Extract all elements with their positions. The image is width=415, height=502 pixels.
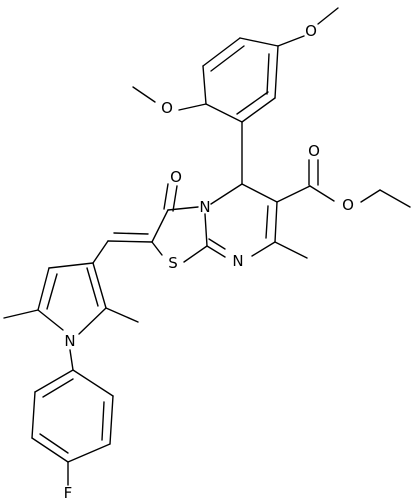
bond xyxy=(92,240,109,264)
atom-label-n-pyrimidine: N xyxy=(232,252,243,270)
atom-label-o-methoxy-top: O xyxy=(305,22,317,40)
bond xyxy=(206,245,226,258)
bond xyxy=(113,232,149,235)
bond xyxy=(274,45,279,99)
bond xyxy=(39,433,69,454)
bond xyxy=(276,185,311,203)
bond xyxy=(265,205,269,239)
bond xyxy=(172,185,178,212)
bond xyxy=(42,378,74,398)
bond xyxy=(167,206,199,211)
bond xyxy=(34,369,74,393)
bond xyxy=(210,183,243,205)
bond xyxy=(3,309,39,319)
bond xyxy=(163,183,169,210)
bond xyxy=(178,103,207,111)
bond xyxy=(72,369,114,397)
atom-label-f: F xyxy=(64,484,73,502)
atom-label-o-carbonyl-ester: O xyxy=(308,142,320,160)
bond xyxy=(31,391,36,439)
bond xyxy=(183,245,208,263)
atom-label-o-ester: O xyxy=(342,196,354,214)
bond xyxy=(107,240,153,243)
bond xyxy=(67,443,111,463)
bond xyxy=(317,7,339,25)
bond xyxy=(277,35,305,47)
bond xyxy=(46,273,58,310)
bond xyxy=(151,241,163,256)
bond xyxy=(309,185,335,202)
bond xyxy=(78,307,107,335)
dimethoxyphenyl-ring xyxy=(202,37,279,123)
bond xyxy=(236,91,269,115)
bond xyxy=(132,86,156,103)
bond xyxy=(92,262,107,309)
bond xyxy=(251,241,276,257)
bond xyxy=(274,241,308,259)
methoxy-top xyxy=(277,7,339,47)
bond xyxy=(202,37,241,67)
bond xyxy=(109,395,114,445)
bond xyxy=(69,349,74,371)
pyrimidine-ring xyxy=(204,183,278,258)
bond xyxy=(31,437,69,463)
bond xyxy=(202,65,207,105)
bond xyxy=(266,53,270,95)
bond xyxy=(379,189,411,208)
atom-label-s-thiazole: S xyxy=(168,254,178,272)
atom-label-n-thiazole: N xyxy=(199,198,210,216)
bond xyxy=(101,401,105,441)
fluorophenyl-ring xyxy=(31,369,114,463)
atom-label-o-methoxy-left: O xyxy=(161,99,173,117)
bond xyxy=(241,183,278,203)
bond xyxy=(208,238,226,250)
methoxy-left xyxy=(132,86,207,111)
bond xyxy=(204,213,208,247)
bond xyxy=(274,201,278,243)
pyrrole-ring xyxy=(37,262,107,335)
bond xyxy=(86,267,99,307)
bond xyxy=(48,262,94,269)
bond xyxy=(37,309,64,331)
bond xyxy=(210,45,245,72)
bond xyxy=(151,209,169,243)
bond xyxy=(360,189,381,203)
bond xyxy=(239,37,279,47)
atom-label-n-pyrrole: N xyxy=(64,332,75,350)
ethyl-ester xyxy=(276,159,411,208)
atom-label-o-ketone: O xyxy=(170,168,182,186)
bond xyxy=(105,307,139,323)
bond xyxy=(205,103,243,123)
bond xyxy=(37,267,50,311)
bond xyxy=(241,97,276,123)
